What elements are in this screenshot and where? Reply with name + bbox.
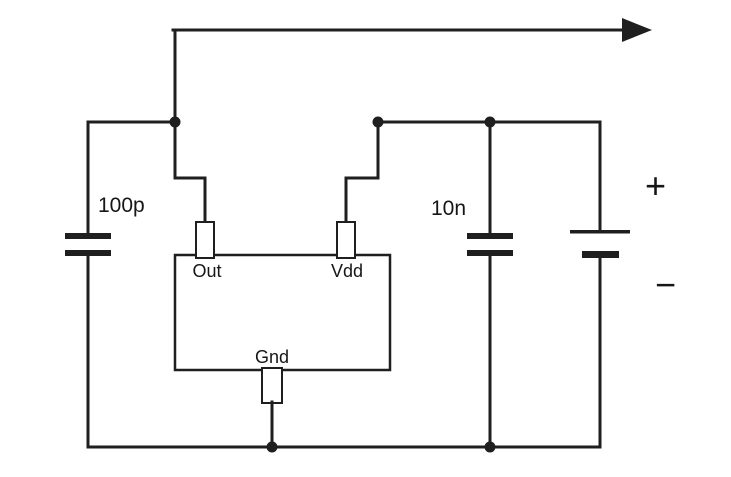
capacitor-left-value-label: 100p: [98, 194, 145, 217]
ic-body: Out Vdd Gnd: [173, 221, 392, 449]
ic-vdd-pin: [336, 221, 356, 259]
battery-positive-plate: [570, 230, 630, 234]
ic-out-pin: [195, 221, 215, 259]
capacitor-left-plate-bottom: [65, 250, 111, 256]
ic-vdd-pin-label: Vdd: [331, 261, 363, 281]
junction-dot-vdd: [372, 116, 384, 128]
battery-branch: + −: [570, 120, 676, 449]
junction-dot-gnd: [266, 441, 278, 453]
arrow-head-icon: [622, 18, 652, 42]
capacitor-right-plate-top: [467, 233, 513, 239]
battery-positive-label: +: [645, 165, 666, 206]
vdd-pin-jog-wire: [344, 120, 380, 226]
capacitor-right-plate-bottom: [467, 250, 513, 256]
output-arrow-wire: [171, 18, 652, 124]
ic-out-pin-label: Out: [192, 261, 221, 281]
junction-dot-cap-top: [484, 116, 496, 128]
out-pin-jog-wire: [173, 120, 207, 226]
left-capacitor-branch: 100p: [65, 120, 145, 449]
battery-negative-label: −: [655, 264, 676, 305]
junction-dots: [169, 116, 496, 453]
capacitor-right-value-label: 10n: [431, 197, 466, 220]
ic-gnd-pin: [261, 367, 283, 404]
right-capacitor-branch: 10n: [431, 120, 513, 449]
ic-gnd-pin-label: Gnd: [255, 347, 289, 367]
junction-dot-out: [169, 116, 181, 128]
capacitor-left-plate-top: [65, 233, 111, 239]
battery-negative-plate: [582, 251, 619, 258]
junction-dot-cap-bottom: [484, 441, 496, 453]
